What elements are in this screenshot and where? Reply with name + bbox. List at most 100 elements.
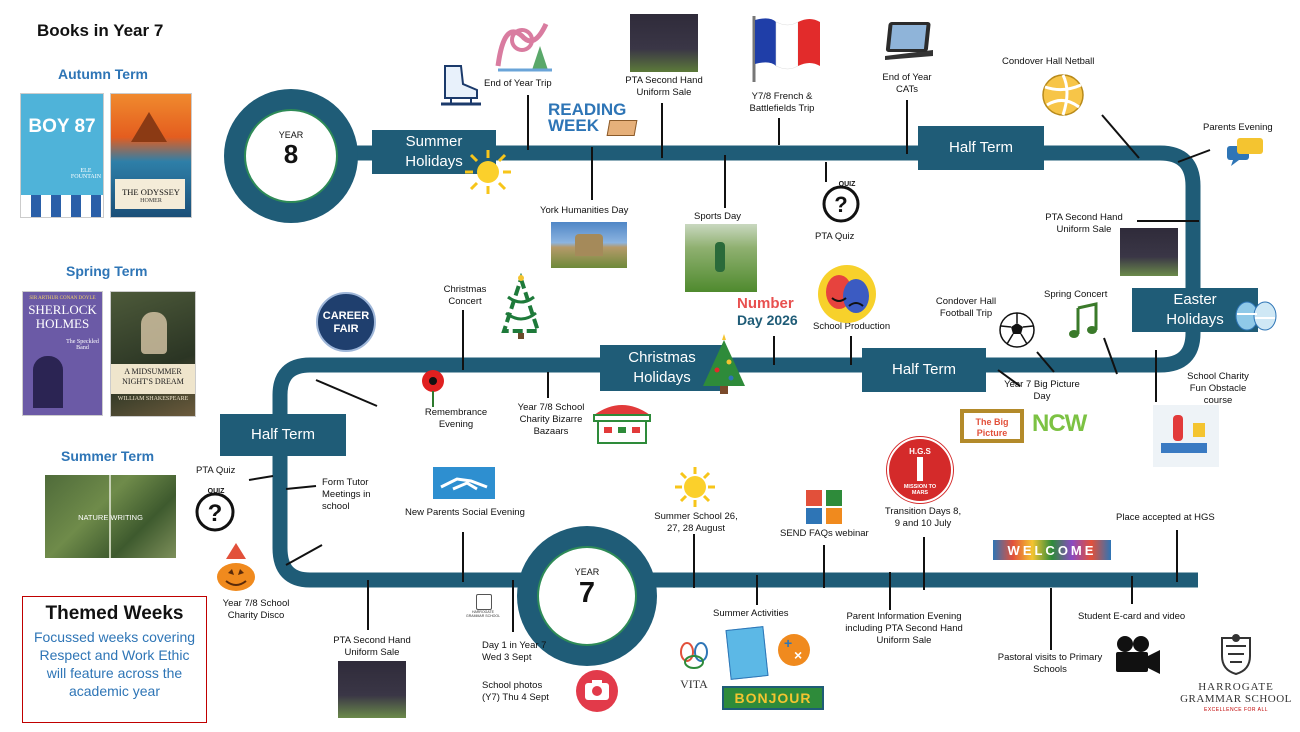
event-pta-uniform-sale-right: PTA Second Hand Uniform Sale xyxy=(1045,212,1123,235)
quiz-icon-left: ? QUIZ xyxy=(195,488,235,532)
pumpkin-icon xyxy=(217,543,255,591)
svg-text:QUIZ: QUIZ xyxy=(208,488,225,495)
event-summer-activities: Summer Activities xyxy=(713,608,789,619)
event-big-picture-day: Year 7 Big Picture Day xyxy=(1004,379,1080,402)
video-camera-icon xyxy=(1116,636,1160,674)
big-picture-frame-logo: The Big Picture xyxy=(960,409,1024,443)
year-7-label: YEAR xyxy=(574,567,600,577)
york-castle-photo xyxy=(551,222,627,268)
hgs-crest-small: HARROGATE GRAMMAR SCHOOL xyxy=(464,592,502,628)
event-french-battlefields-trip: Y7/8 French & Battlefields Trip xyxy=(749,91,815,114)
event-condover-netball: Condover Hall Netball xyxy=(1002,56,1095,67)
summer-term-heading: Summer Term xyxy=(61,448,155,464)
harrogate-grammar-school-logo: HARROGATE GRAMMAR SCHOOL EXCELLENCE FOR … xyxy=(1176,632,1296,728)
uniform-sale-photo-right xyxy=(1120,228,1178,276)
event-sports-day: Sports Day xyxy=(694,211,741,222)
event-transition-days: Transition Days 8, 9 and 10 July xyxy=(884,506,962,529)
handshake-icon xyxy=(433,467,495,499)
event-summer-school: Summer School 26, 27, 28 August xyxy=(654,511,738,534)
event-pastoral-visits: Pastoral visits to Primary Schools xyxy=(997,652,1103,675)
event-charity-disco: Year 7/8 School Charity Disco xyxy=(222,598,290,621)
sun-icon xyxy=(465,150,511,194)
themed-weeks-body: Focussed weeks covering Respect and Work… xyxy=(33,629,196,699)
themed-weeks-box: Themed Weeks Focussed weeks covering Res… xyxy=(22,596,207,723)
year-8-circle: YEAR 8 xyxy=(224,89,358,223)
reading-week-logo: READING WEEK xyxy=(548,100,640,136)
svg-text:×: × xyxy=(794,647,802,663)
event-form-tutor-meetings: Form Tutor Meetings in school xyxy=(322,477,371,512)
easter-eggs-icon xyxy=(1235,301,1277,331)
bonjour-logo: BONJOUR xyxy=(722,686,824,710)
svg-text:?: ? xyxy=(834,192,847,217)
half-term-mid-bar: Half Term xyxy=(862,348,986,392)
mission-to-mars-logo: H.G.S MISSION TO MARS xyxy=(887,437,953,503)
sun-icon-summer-school xyxy=(675,467,715,507)
event-pta-quiz-top: PTA Quiz xyxy=(815,231,855,242)
music-notes-icon xyxy=(1069,302,1098,338)
themed-weeks-title: Themed Weeks xyxy=(45,603,184,624)
event-obstacle-course: School Charity Fun Obstacle course xyxy=(1187,371,1249,406)
vita-logo: VITA xyxy=(672,640,716,691)
half-term-top-bar: Half Term xyxy=(918,126,1044,170)
christmas-tree-icon xyxy=(703,334,745,394)
event-school-production: School Production xyxy=(813,321,891,332)
summer-holidays-bar: Summer Holidays xyxy=(372,130,496,174)
svg-text:QUIZ: QUIZ xyxy=(839,181,856,188)
obstacle-course-picture xyxy=(1153,405,1219,467)
speech-bubble-icon xyxy=(1227,138,1263,166)
ice-skate-icon xyxy=(441,65,481,106)
sports-day-photo xyxy=(685,224,757,292)
year-7-circle: YEAR 7 xyxy=(517,526,657,666)
tablet-icon xyxy=(885,22,933,60)
event-remembrance-evening: Remembrance Evening xyxy=(424,407,488,430)
christmas-holidays-bar: Christmas Holidays xyxy=(600,345,724,391)
event-pta-uniform-sale-bottom: PTA Second Hand Uniform Sale xyxy=(333,635,411,658)
year-7-number: 7 xyxy=(578,577,596,609)
book-cover-the-odyssey: THE ODYSSEY HOMER xyxy=(110,93,192,218)
event-bizarre-bazaars: Year 7/8 School Charity Bizarre Bazaars xyxy=(517,402,585,437)
activity-book-icon xyxy=(725,626,769,680)
christmas-ornament-tree-icon xyxy=(501,273,541,339)
event-end-of-year-trip: End of Year Trip xyxy=(484,78,552,89)
send-puzzle-icon xyxy=(806,490,842,524)
event-student-ecard: Student E-card and video xyxy=(1078,611,1186,622)
book-cover-midsummer-nights-dream: A MIDSUMMER NIGHT'S DREAM WILLIAM SHAKES… xyxy=(110,291,196,417)
ncw-logo: NCW xyxy=(1032,410,1087,437)
welcome-banner-logo: WELCOME xyxy=(993,540,1111,560)
event-send-webinar: SEND FAQs webinar xyxy=(780,528,869,539)
page-title: Books in Year 7 xyxy=(37,21,164,40)
uniform-sale-photo-top xyxy=(630,14,698,72)
event-place-accepted: Place accepted at HGS xyxy=(1116,512,1215,523)
event-day-1-year-7: Day 1 in Year 7 Wed 3 Sept xyxy=(482,640,547,663)
spring-term-heading: Spring Term xyxy=(66,263,148,279)
event-york-humanities-day: York Humanities Day xyxy=(540,205,629,216)
market-stall-icon xyxy=(593,405,651,444)
book-cover-nature-writing: NATURE WRITING xyxy=(45,475,176,558)
event-school-photos: School photos (Y7) Thu 4 Sept xyxy=(482,680,549,703)
half-term-left-bar: Half Term xyxy=(220,414,346,456)
event-pta-uniform-sale-top: PTA Second Hand Uniform Sale xyxy=(625,75,703,98)
number-day-logo: Number Day 2026 xyxy=(737,295,798,328)
roller-coaster-icon xyxy=(495,22,552,72)
math-symbols-icon: + × xyxy=(778,634,810,666)
volleyball-icon xyxy=(1042,74,1084,116)
camera-icon xyxy=(576,670,618,712)
event-pta-quiz-left: PTA Quiz xyxy=(196,465,236,476)
event-end-of-year-cats: End of Year CATs xyxy=(882,72,932,95)
event-condover-football: Condover Hall Football Trip xyxy=(935,296,997,319)
event-new-parents-social: New Parents Social Evening xyxy=(405,507,525,518)
theatre-masks-icon xyxy=(818,265,876,323)
event-spring-concert: Spring Concert xyxy=(1044,289,1108,300)
svg-text:+: + xyxy=(784,635,792,651)
event-parent-information-evening: Parent Information Evening including PTA… xyxy=(845,611,963,646)
quiz-icon: ? QUIZ xyxy=(822,181,860,223)
book-cover-boy-87: BOY 87 ELE FOUNTAIN xyxy=(20,93,104,218)
event-parents-evening: Parents Evening xyxy=(1203,122,1273,133)
svg-text:?: ? xyxy=(208,500,223,527)
poppy-icon xyxy=(422,370,444,407)
year-8-label: YEAR xyxy=(278,130,304,140)
football-icon xyxy=(999,312,1035,348)
french-flag-icon xyxy=(752,16,820,82)
event-christmas-concert: Christmas Concert xyxy=(443,284,487,307)
career-fair-logo: CAREER FAIR xyxy=(316,292,376,352)
